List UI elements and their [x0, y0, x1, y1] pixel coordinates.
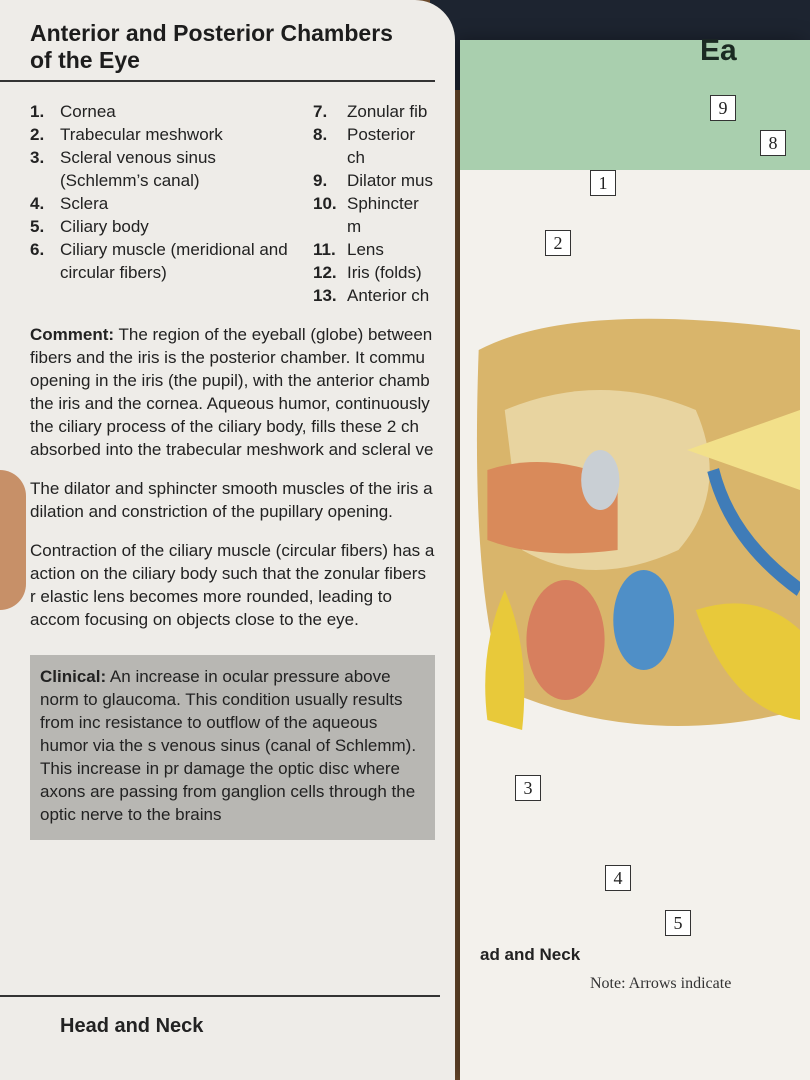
comment-text: The region of the eyeball (globe) betwee…: [30, 325, 434, 459]
figure-note: Note: Arrows indicate: [590, 975, 732, 992]
item-number: 4.: [30, 194, 45, 213]
label-1: 1: [590, 170, 616, 196]
title-line-1: Anterior and Posterior Chambers: [30, 20, 393, 46]
item-text: Posterior ch: [347, 125, 416, 167]
item-text: Ciliary body: [60, 217, 149, 236]
item-text: Sclera: [60, 194, 109, 213]
list-item: 7. Zonular fib: [313, 100, 435, 123]
list-item: 12. Iris (folds): [313, 261, 435, 284]
item-text: Sphincter m: [347, 194, 419, 236]
label-9: 9: [710, 95, 736, 121]
item-number: 9.: [313, 171, 328, 190]
item-text: Trabecular meshwork: [60, 125, 223, 144]
left-page: Anterior and Posterior Chambers of the E…: [0, 0, 455, 1080]
label-5: 5: [665, 910, 691, 936]
accommodation-paragraph: Contraction of the ciliary muscle (circu…: [30, 541, 435, 629]
list-item: 11. Lens: [313, 238, 435, 261]
thumb: [0, 470, 26, 610]
item-number: 1.: [30, 102, 45, 121]
item-text: Anterior ch: [347, 286, 430, 305]
item-text: Lens: [347, 240, 384, 259]
list-item: 13. Anterior ch: [313, 284, 435, 307]
title-rule: [0, 80, 435, 82]
item-text: Cornea: [60, 102, 116, 121]
clinical-box: Clinical: An increase in ocular pressure…: [30, 655, 435, 840]
label-8: 8: [760, 130, 786, 156]
legend-list-right: 7. Zonular fib 8. Posterior ch 9. Dilator m…: [313, 100, 435, 307]
list-item: 2. Trabecular meshwork: [30, 123, 305, 146]
header-band: [460, 40, 810, 170]
item-number: 11.: [313, 240, 336, 259]
list-item: 5. Ciliary body: [30, 215, 305, 238]
title-line-2: of the Eye: [30, 47, 140, 73]
item-number: 7.: [313, 102, 328, 121]
comment-label: Comment:: [30, 325, 115, 344]
legend-lists: 1. Cornea 2. Trabecular meshwork 3. Scleral…: [30, 100, 435, 307]
item-number: 10.: [313, 194, 337, 213]
ear-illustration: [470, 290, 800, 760]
list-item: 6. Ciliary muscle (meridional and circula…: [30, 238, 305, 284]
list-item: 3. Scleral venous sinus (Schlemm’s canal): [30, 146, 305, 192]
muscles-paragraph: The dilator and sphincter smooth muscles…: [30, 479, 433, 521]
legend-list-left: 1. Cornea 2. Trabecular meshwork 3. Scleral…: [30, 100, 313, 307]
item-number: 13.: [313, 286, 337, 305]
left-page-footer: Head and Neck: [60, 1015, 204, 1037]
item-number: 3.: [30, 148, 45, 167]
item-text: Zonular fib: [347, 102, 428, 121]
right-page-footer: ad and Neck: [480, 945, 581, 964]
item-text: Dilator mus: [347, 171, 433, 190]
list-item: 10. Sphincter m: [313, 192, 435, 238]
item-number: 5.: [30, 217, 45, 236]
list-item: 4. Sclera: [30, 192, 305, 215]
item-number: 2.: [30, 125, 45, 144]
clinical-label: Clinical:: [40, 667, 107, 686]
list-item: 8. Posterior ch: [313, 123, 435, 169]
page-title: Anterior and Posterior Chambers of the E…: [30, 20, 435, 74]
clinical-text: An increase in ocular pressure above nor…: [40, 667, 417, 824]
footer-rule: [0, 995, 440, 997]
item-number: 6.: [30, 240, 45, 259]
right-page-title: Ea: [700, 34, 737, 67]
label-2: 2: [545, 230, 571, 256]
item-number: 12.: [313, 263, 337, 282]
label-3: 3: [515, 775, 541, 801]
list-item: 1. Cornea: [30, 100, 305, 123]
list-item: 9. Dilator mus: [313, 169, 435, 192]
label-4: 4: [605, 865, 631, 891]
item-text: Scleral venous sinus (Schlemm’s canal): [60, 148, 216, 190]
item-number: 8.: [313, 125, 328, 144]
item-text: Iris (folds): [347, 263, 422, 282]
comment-paragraph: Comment: The region of the eyeball (glob…: [30, 323, 435, 461]
item-text: Ciliary muscle (meridional and circular …: [60, 240, 288, 282]
right-page: Ea 9 8 1 2 3 4 5 ad and Neck Note: Arrow…: [460, 34, 810, 1080]
